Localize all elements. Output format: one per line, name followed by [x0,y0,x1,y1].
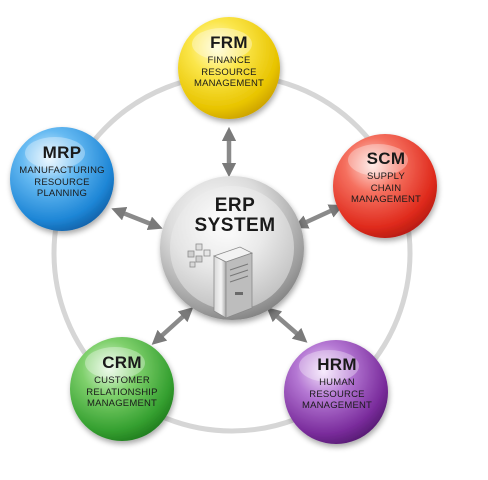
double-arrow-icon-mrp [111,206,163,231]
crm-sphere [70,337,174,441]
scm-sphere [333,134,437,238]
erp-center-sphere [160,176,304,320]
double-arrow-icon-crm [151,307,194,345]
erp-label-line1: ERP [214,195,256,216]
server-icon [187,243,254,319]
connector-arrows [111,126,344,345]
double-arrow-icon-scm [293,204,344,229]
frm-sphere [178,17,280,119]
erp-label-line2: SYSTEM [194,215,276,236]
hrm-sphere [284,340,388,444]
double-arrow-icon-hrm [266,307,308,343]
erp-system-label: ERP SYSTEM [180,196,290,236]
mrp-sphere [10,127,114,231]
